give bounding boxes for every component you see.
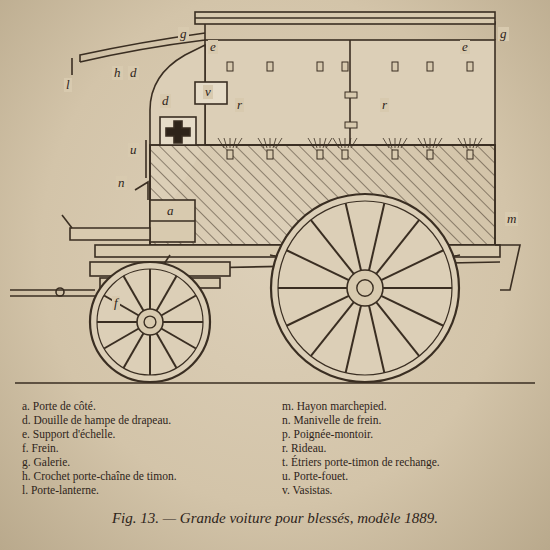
curtain-strap	[427, 150, 433, 159]
key-entry: n. Manivelle de frein.	[282, 414, 381, 427]
key-entry: l. Porte-lanterne.	[22, 484, 99, 497]
callout-letter: n	[116, 176, 127, 190]
curtain-strap	[392, 150, 398, 159]
key-entry: h. Crochet porte-chaîne de timon.	[22, 470, 177, 483]
callout-letter: h	[112, 66, 123, 80]
curtain-strap	[392, 62, 398, 71]
key-entry: f. Frein.	[22, 442, 59, 455]
callout-letter: l	[64, 78, 72, 92]
curtain-strap	[467, 62, 473, 71]
key-entry: v. Vasistas.	[282, 484, 332, 497]
curtain-strap	[427, 62, 433, 71]
curtain-strap	[342, 62, 348, 71]
key-entry: e. Support d'échelle.	[22, 428, 115, 441]
figure-caption: Fig. 13. — Grande voiture pour blessés, …	[0, 510, 550, 527]
key-entry: d. Douille de hampe de drapeau.	[22, 414, 171, 427]
curtain-strap	[467, 150, 473, 159]
curtain-strap	[267, 150, 273, 159]
callout-letter: e	[460, 40, 470, 54]
callout-letter: f	[112, 296, 120, 310]
callout-letter: v	[203, 85, 213, 99]
curtain-strap	[317, 62, 323, 71]
front-wheel	[90, 262, 210, 382]
key-entry: m. Hayon marchepied.	[282, 400, 387, 413]
curtain-strap	[227, 150, 233, 159]
callout-letter: m	[505, 212, 518, 226]
curtain-strap	[317, 150, 323, 159]
key-entry: t. Étriers porte-timon de rechange.	[282, 456, 440, 469]
key-entry: u. Porte-fouet.	[282, 470, 348, 483]
callout-letter: g	[498, 27, 509, 41]
rear-wheel	[271, 194, 459, 382]
key-entry: g. Galerie.	[22, 456, 70, 469]
key-entry: r. Rideau.	[282, 442, 326, 455]
grab-handle	[345, 92, 357, 98]
callout-letter: u	[128, 143, 139, 157]
callout-letter: d	[160, 94, 171, 108]
key-entry: a. Porte de côté.	[22, 400, 96, 413]
grab-handle	[345, 122, 357, 128]
key-entry: p. Poignée-montoir.	[282, 428, 373, 441]
callout-letter: g	[178, 27, 189, 41]
curtain-strap	[342, 150, 348, 159]
callout-letter: a	[165, 204, 176, 218]
callout-letter: r	[235, 98, 244, 112]
callout-letter: r	[380, 98, 389, 112]
callout-letter: e	[208, 40, 218, 54]
callout-letter: d	[128, 66, 139, 80]
curtain-strap	[267, 62, 273, 71]
curtain-strap	[227, 62, 233, 71]
